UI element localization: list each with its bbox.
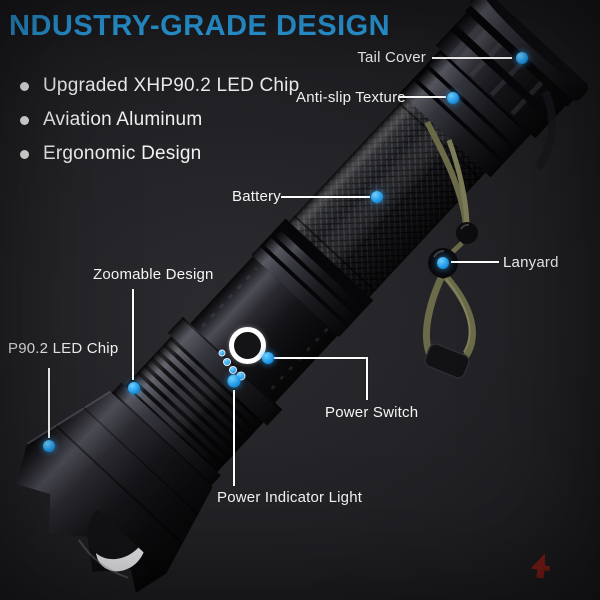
feature-label: Aviation Aluminum: [43, 109, 203, 130]
callout-dot-led-chip-icon: [43, 440, 55, 452]
callout-dot-anti-slip-icon: [447, 92, 459, 104]
callout-dot-battery-icon: [371, 191, 383, 203]
callout-dot-tail-cover-icon: [516, 52, 528, 64]
callout-line-battery: [281, 196, 370, 198]
callout-line-power-switch: [272, 357, 368, 359]
callout-label-tail-cover: Tail Cover: [357, 49, 426, 66]
callout-label-zoomable: Zoomable Design: [93, 266, 214, 283]
callout-line-lanyard: [451, 261, 499, 263]
feature-label: Upgraded XHP90.2 LED Chip: [43, 75, 300, 96]
feature-label: Ergonomic Design: [43, 143, 202, 164]
callout-label-lanyard: Lanyard: [503, 254, 559, 271]
callout-label-power-switch: Power Switch: [325, 404, 419, 421]
watermark-icon: [530, 553, 551, 579]
callout-line-tail-cover: [432, 57, 512, 59]
callout-label-power-indicator: Power Indicator Light: [217, 489, 363, 506]
indicator-led-icon: [229, 366, 237, 374]
callout-dot-power-switch-icon: [262, 352, 274, 364]
callout-label-led-chip: P90.2 LED Chip: [8, 340, 119, 357]
power-switch-ring: [229, 327, 266, 364]
bullet-icon: [20, 115, 29, 125]
page-title: NDUSTRY-GRADE DESIGN: [9, 10, 391, 42]
feature-item: Upgraded XHP90.2 LED Chip: [20, 69, 299, 103]
feature-item: Aviation Aluminum: [20, 103, 299, 137]
bullet-icon: [20, 149, 29, 159]
callout-line-anti-slip: [399, 96, 446, 98]
callout-label-battery: Battery: [232, 188, 281, 205]
callout-line-zoomable: [132, 289, 134, 380]
callout-dot-lanyard-icon: [437, 257, 449, 269]
indicator-led-icon: [218, 349, 226, 357]
callout-line-power-switch: [366, 357, 368, 400]
feature-list: Upgraded XHP90.2 LED Chip Aviation Alumi…: [20, 69, 299, 171]
callout-label-anti-slip: Anti-slip Texture: [296, 89, 406, 106]
callout-dot-power-indicator-icon: [227, 374, 241, 388]
callout-line-led-chip: [48, 368, 50, 438]
indicator-led-icon: [223, 358, 231, 366]
feature-item: Ergonomic Design: [20, 137, 299, 171]
callout-line-power-indicator: [233, 390, 235, 486]
bullet-icon: [20, 81, 29, 91]
callout-dot-zoomable-icon: [128, 382, 140, 394]
